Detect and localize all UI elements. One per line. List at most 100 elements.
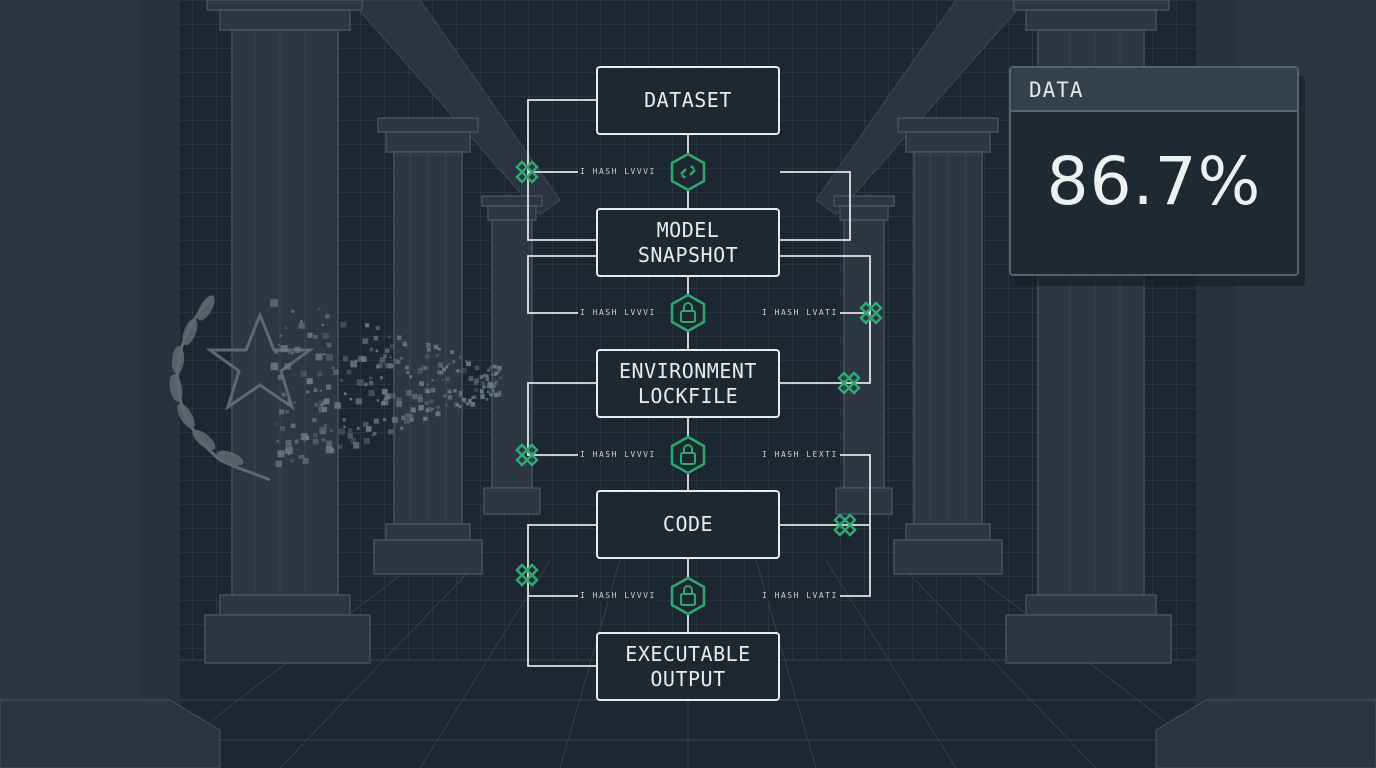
dissolve-pixel <box>287 453 291 456</box>
dissolve-pixel <box>384 393 391 400</box>
dissolve-pixel <box>313 335 318 339</box>
dissolve-pixel <box>277 450 285 458</box>
dissolve-pixel <box>443 394 447 398</box>
node-model-snapshot[interactable]: MODEL SNAPSHOT <box>596 208 780 277</box>
dissolve-pixel <box>403 418 409 424</box>
dissolve-pixel <box>281 392 286 397</box>
dissolve-pixel <box>408 419 411 423</box>
dissolve-pixel <box>333 369 339 375</box>
node-executable-output[interactable]: EXECUTABLE OUTPUT <box>596 632 780 701</box>
dissolve-pixel <box>270 299 279 307</box>
dissolve-pixel <box>438 347 441 351</box>
dissolve-pixel <box>485 377 490 381</box>
dissolve-pixel <box>471 396 474 400</box>
dissolve-pixel <box>417 368 423 374</box>
dissolve-pixel <box>313 388 318 392</box>
node-environment-lockfile[interactable]: ENVIRONMENT LOCKFILE <box>596 349 780 418</box>
dissolve-pixel <box>466 361 471 367</box>
dissolve-pixel <box>458 405 462 409</box>
dissolve-pixel <box>300 370 307 377</box>
dissolve-pixel <box>306 378 313 385</box>
dissolve-pixel <box>356 379 364 386</box>
dissolve-pixel <box>493 392 499 398</box>
dissolve-pixel <box>494 371 499 376</box>
dissolve-pixel <box>275 460 282 468</box>
dissolve-pixel <box>458 393 463 398</box>
dissolve-pixel <box>417 393 423 399</box>
dissolve-pixel <box>417 397 423 403</box>
node-label: DATASET <box>644 88 732 112</box>
dissolve-pixel <box>342 418 346 422</box>
dissolve-pixel <box>448 390 452 394</box>
dissolve-pixel <box>405 413 411 419</box>
dissolve-pixel <box>409 417 414 422</box>
dissolve-pixel <box>347 428 353 433</box>
dissolve-pixel <box>323 353 326 356</box>
dissolve-pixel <box>469 401 473 405</box>
dissolve-pixel <box>320 429 326 435</box>
dissolve-pixel <box>373 418 379 424</box>
dissolve-pixel <box>410 407 416 413</box>
dissolve-pixel <box>377 363 383 369</box>
dissolve-pixel <box>447 395 453 400</box>
dissolve-pixel <box>358 355 365 362</box>
dissolve-pixel <box>338 428 345 435</box>
dissolve-pixel <box>280 426 285 432</box>
dissolve-pixel <box>452 360 456 364</box>
dissolve-pixel <box>401 415 406 420</box>
dissolve-pixel <box>384 401 388 405</box>
node-code[interactable]: CODE <box>596 490 780 559</box>
dissolve-pixel <box>389 355 392 359</box>
hash-label: I HASH LVATI <box>760 308 840 318</box>
dissolve-pixel <box>431 379 434 382</box>
dissolve-pixel <box>285 446 293 455</box>
metric-card-label: DATA <box>1011 68 1297 112</box>
dissolve-pixel <box>389 344 395 349</box>
dissolve-pixel <box>406 371 410 374</box>
link-icon <box>670 152 706 192</box>
dissolve-pixel <box>277 374 283 380</box>
dissolve-pixel <box>323 398 330 405</box>
dissolve-pixel <box>274 349 279 354</box>
dissolve-pixel <box>426 383 429 386</box>
dissolve-pixel <box>489 366 492 369</box>
dissolve-pixel <box>491 383 496 388</box>
hash-label: I HASH LVVVI <box>578 450 658 460</box>
dissolve-pixel <box>482 385 486 389</box>
dissolve-pixel <box>445 404 448 407</box>
dissolve-pixel <box>382 388 388 395</box>
dissolve-pixel <box>307 332 313 338</box>
dissolve-pixel <box>489 392 493 397</box>
lock-icon <box>670 576 706 616</box>
metric-card: DATA 86.7% <box>1009 66 1299 276</box>
node-label: LOCKFILE <box>637 383 739 408</box>
dissolve-pixel <box>491 389 495 393</box>
dissolve-pixel <box>492 364 497 369</box>
dissolve-pixel <box>355 359 358 363</box>
dissolve-pixel <box>363 421 369 427</box>
dissolve-pixel <box>453 389 457 393</box>
dissolve-pixel <box>306 390 310 394</box>
dissolve-pixel <box>375 349 379 353</box>
dissolve-pixel <box>388 363 394 369</box>
dissolve-pixel <box>375 326 380 330</box>
dissolve-pixel <box>468 376 474 382</box>
dissolve-pixel <box>319 426 327 434</box>
laurel-star-emblem <box>169 295 503 482</box>
dissolve-pixel <box>487 368 491 372</box>
dissolve-pixel <box>301 455 305 458</box>
dissolve-pixel <box>321 323 324 326</box>
dissolve-pixel <box>409 375 413 379</box>
dissolve-pixel <box>284 326 287 329</box>
dissolve-pixel <box>485 398 489 401</box>
node-dataset[interactable]: DATASET <box>596 66 780 135</box>
dissolve-pixel <box>479 389 484 394</box>
hash-label: I HASH LVVVI <box>578 591 658 601</box>
broken-link-icon <box>837 371 861 395</box>
dissolve-pixel <box>349 397 353 401</box>
dissolve-pixel <box>388 429 394 435</box>
dissolve-pixel <box>499 376 503 380</box>
metric-card-value: 86.7% <box>1046 143 1262 220</box>
dissolve-pixel <box>455 403 459 407</box>
dissolve-pixel <box>300 320 303 323</box>
